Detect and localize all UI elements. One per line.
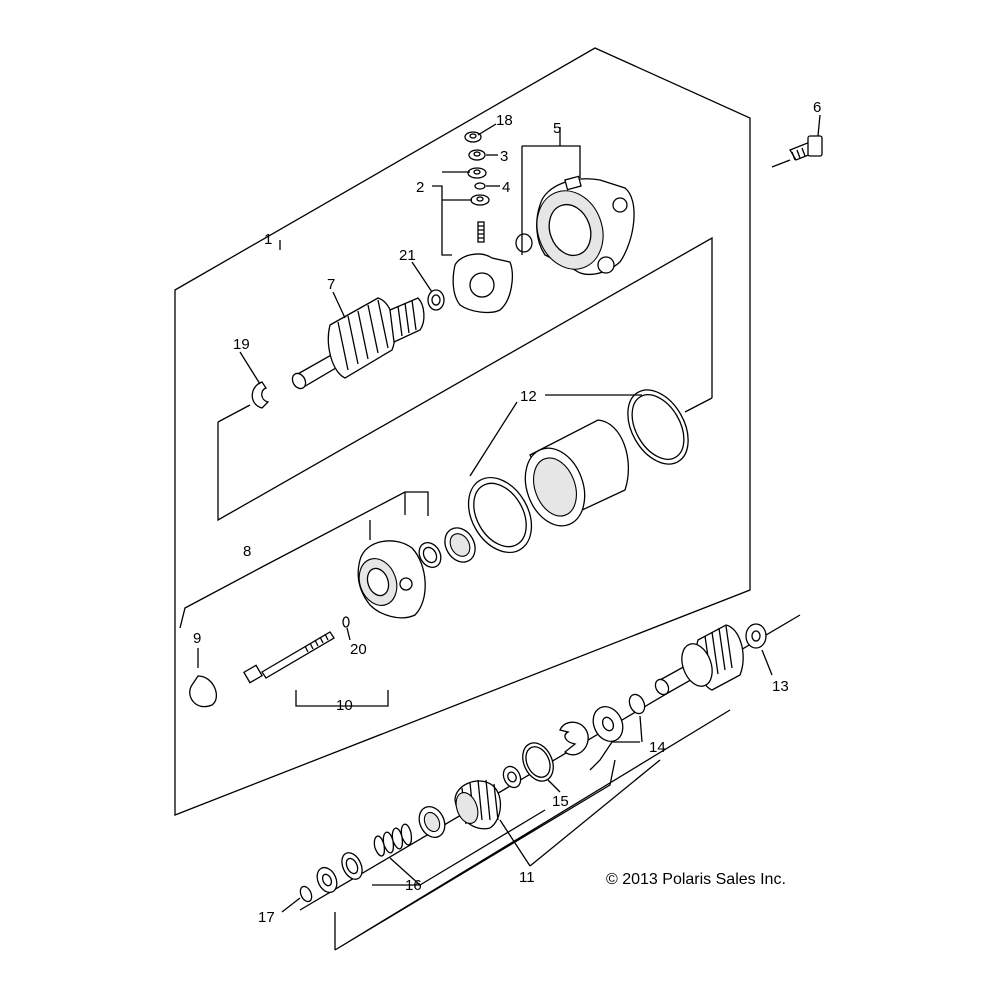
callout-16: 16	[405, 877, 422, 894]
assembly-frame	[174, 47, 751, 816]
copyright-notice: © 2013 Polaris Sales Inc.	[606, 871, 786, 888]
callout-17: 17	[258, 909, 275, 926]
callout-2: 2	[416, 179, 424, 196]
callout-4: 4	[502, 179, 510, 196]
drive-bracket-part-8	[357, 540, 426, 619]
callout-6: 6	[813, 99, 821, 116]
washer-part-16	[316, 852, 363, 894]
o-ring-part-20	[342, 616, 350, 628]
callout-7: 7	[327, 276, 335, 293]
washer-part-13	[745, 623, 767, 649]
through-bolt-part-10	[243, 631, 335, 684]
inner-frame-link-2	[684, 397, 713, 413]
nut-part-18	[464, 131, 482, 143]
spring-part-16	[373, 823, 413, 857]
callout-14: 14	[649, 739, 666, 756]
callout-3: 3	[500, 148, 508, 165]
washer-part-21	[427, 289, 445, 311]
cap-part-9	[189, 675, 217, 708]
callout-8: 8	[243, 543, 251, 560]
inner-frame	[217, 236, 713, 522]
inner-frame-link	[217, 404, 251, 423]
callout-5: 5	[553, 120, 561, 137]
callout-1: 1	[264, 231, 272, 248]
nut-part-3	[468, 149, 486, 161]
brush-plate-part-2	[452, 221, 513, 314]
callout-21: 21	[399, 247, 416, 264]
callout-12: 12	[520, 388, 537, 405]
snap-ring-part-14	[559, 693, 646, 756]
armature-part-7	[291, 297, 425, 390]
clutch-gear	[654, 624, 744, 696]
callout-9: 9	[193, 630, 201, 647]
callout-20: 20	[350, 641, 367, 658]
callout-13: 13	[772, 678, 789, 695]
e-clip-part-19	[251, 381, 270, 409]
callout-15: 15	[552, 793, 569, 810]
end-cover-part-5	[515, 175, 635, 276]
bearing	[418, 527, 476, 568]
bolt-part-6	[771, 135, 823, 168]
callout-19: 19	[233, 336, 250, 353]
yoke-housing	[524, 419, 629, 527]
callout-labels: 1 2 3 4 5 6 7 8 9 10 11 12 13 14 15 16 1…	[193, 99, 821, 926]
washer-stack-part-4	[467, 167, 490, 206]
o-ring-part-12-front	[467, 476, 533, 554]
leader-lines	[179, 114, 821, 951]
callout-11: 11	[519, 869, 535, 886]
o-ring-part-12-rear	[627, 389, 689, 465]
rings-part-15	[502, 742, 554, 789]
sleeve	[418, 805, 446, 839]
callout-10: 10	[336, 697, 353, 714]
pinion-part-11	[454, 779, 502, 830]
callout-18: 18	[496, 112, 513, 129]
clip-part-17	[299, 885, 313, 903]
